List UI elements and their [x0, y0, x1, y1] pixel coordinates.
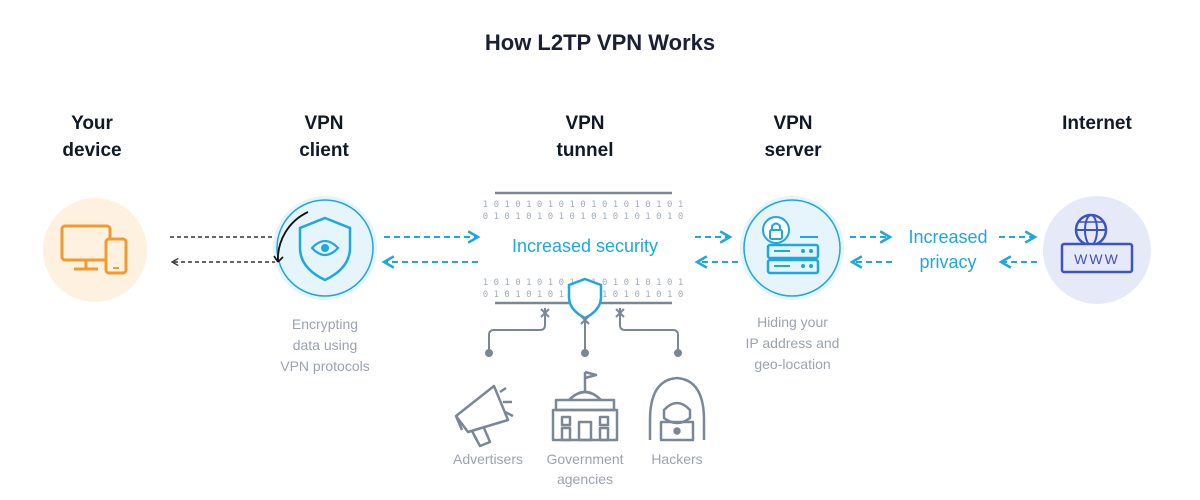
- stage-label-internet: Internet: [1062, 113, 1132, 134]
- globe-www-icon: WWW: [1043, 196, 1151, 304]
- hackers-label: Hackers: [651, 451, 703, 467]
- binary-row-1: 1 0 1 0 1 0 1 0 1 0 1 0 1 0 1 0 1 0 1: [483, 200, 683, 210]
- binary-row-2: 0 1 0 1 0 1 0 1 0 1 0 1 0 1 0 1 0 1 0: [483, 212, 683, 222]
- page-title: How L2TP VPN Works: [484, 30, 716, 55]
- svg-text:WWW: WWW: [1074, 251, 1120, 267]
- blocked-connectors: [485, 308, 682, 357]
- client-icon: [273, 196, 377, 300]
- tunnel-label: Increased security: [511, 236, 659, 256]
- advertisers-label: Advertisers: [452, 451, 524, 467]
- tunnel-shield-icon: [567, 277, 603, 320]
- hooded-hacker-icon: [648, 376, 706, 442]
- device-icon: [43, 198, 147, 302]
- megaphone-icon: [454, 384, 514, 448]
- server-icon: [740, 196, 844, 300]
- government-building-icon: [551, 370, 619, 442]
